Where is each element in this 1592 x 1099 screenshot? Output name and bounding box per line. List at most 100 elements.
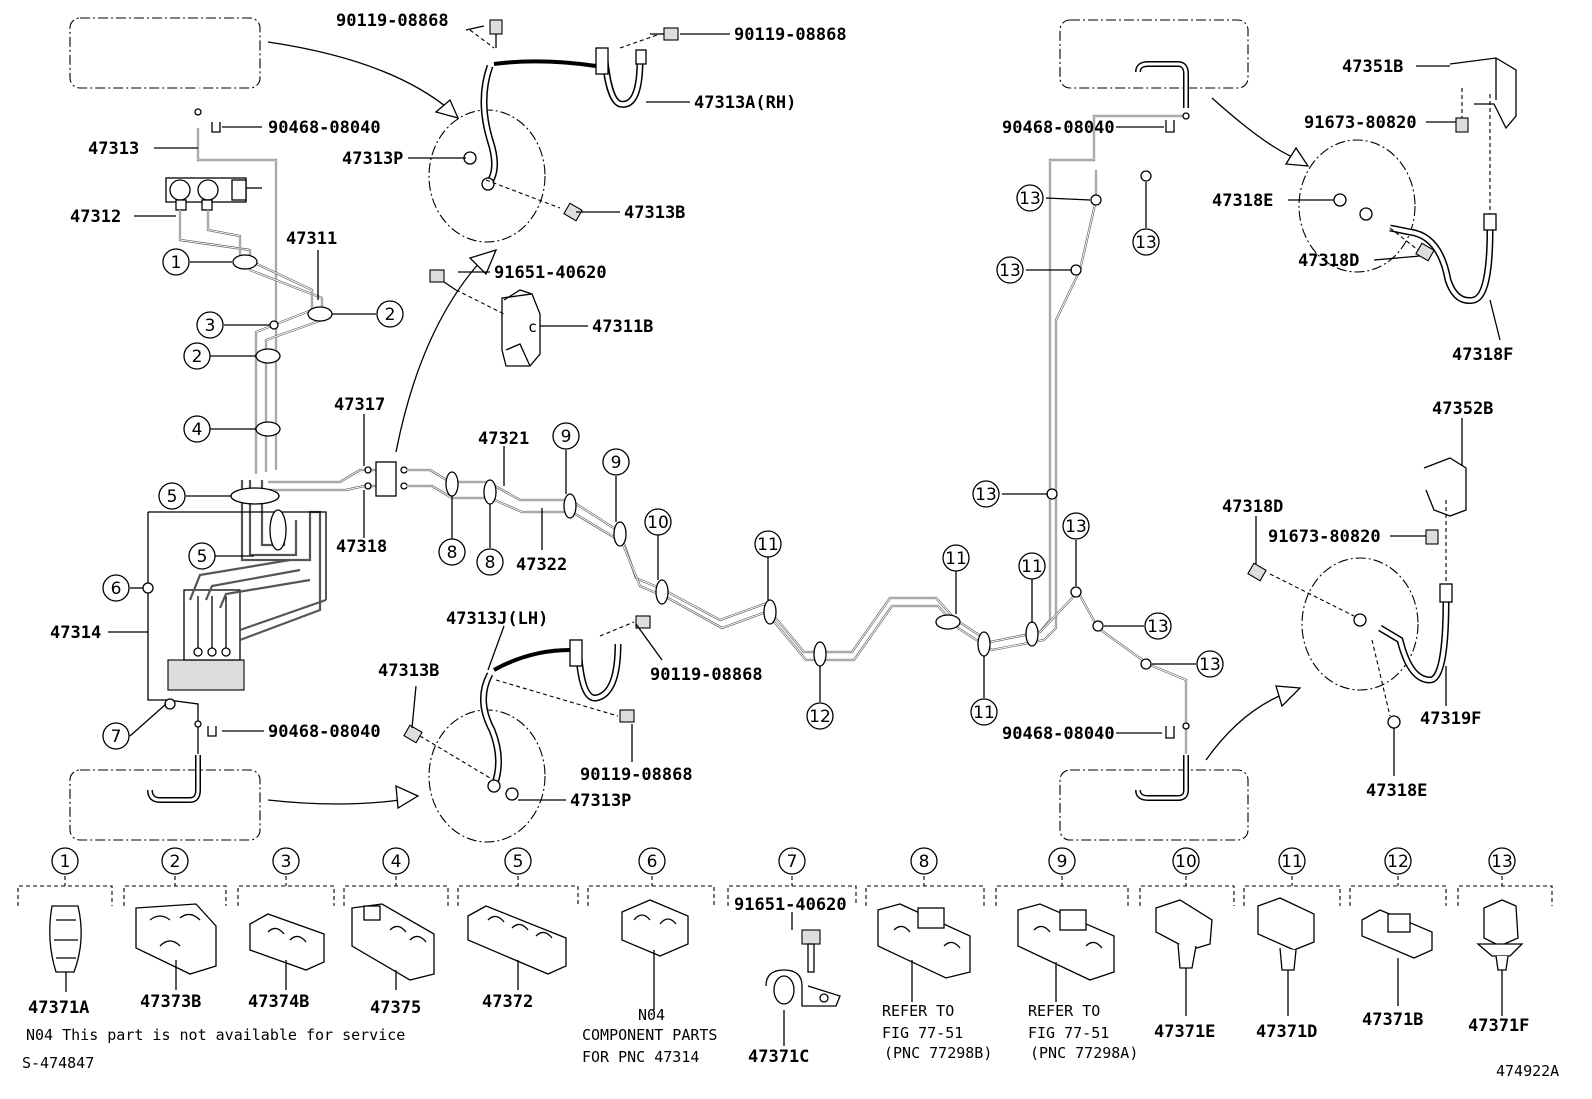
clip-icon	[1165, 120, 1175, 133]
svg-text:2: 2	[170, 852, 181, 872]
arrow-icon	[1205, 685, 1302, 761]
label-47318e: 47318E	[1212, 191, 1273, 211]
label-47313p: 47313P	[342, 149, 403, 169]
callout-13: 13	[972, 480, 1000, 508]
label-47311b: 47311B	[592, 317, 653, 337]
svg-text:2: 2	[385, 305, 396, 325]
legend-note-for-pnc: FOR PNC 47314	[582, 1048, 699, 1066]
bolt-icon	[1247, 562, 1267, 582]
svg-text:10: 10	[1175, 852, 1197, 872]
label-47322: 47322	[516, 555, 567, 575]
svg-text:9: 9	[1057, 852, 1068, 872]
legend-label-47375: 47375	[370, 998, 421, 1018]
callout-1: 1	[162, 248, 190, 276]
flex-hose-rear-lh	[480, 639, 622, 801]
svg-text:13: 13	[999, 261, 1021, 281]
svg-text:6: 6	[111, 579, 122, 599]
reference-number-right: 474922A	[1496, 1062, 1559, 1080]
callout-7: 7	[778, 847, 806, 875]
legend-note-pnc: (PNC 77298B)	[884, 1044, 992, 1062]
callout-7: 7	[102, 722, 130, 750]
svg-text:13: 13	[1065, 517, 1087, 537]
three-way-joint	[364, 461, 408, 497]
label-91651-40620: 91651-40620	[494, 263, 607, 283]
svg-text:9: 9	[561, 427, 572, 447]
clip-47372-icon	[467, 905, 567, 990]
svg-text:13: 13	[975, 485, 997, 505]
label-47313p: 47313P	[570, 791, 631, 811]
clip-icon	[1165, 726, 1175, 739]
callout-11: 11	[754, 530, 782, 558]
arrow-icon	[267, 784, 420, 810]
legend-note-pnc: (PNC 77298A)	[1030, 1044, 1138, 1062]
clip-47371b-icon	[1361, 909, 1433, 1006]
label-47318e: 47318E	[1366, 781, 1427, 801]
label-90468-08040: 90468-08040	[1002, 118, 1115, 138]
callout-10: 10	[644, 508, 672, 536]
label-47352b: 47352B	[1432, 399, 1493, 419]
wheel-box-front-left	[69, 17, 261, 110]
reference-number-left: S-474847	[22, 1054, 94, 1072]
clip-47374b-icon	[249, 913, 325, 990]
legend-note-n04: N04	[638, 1006, 665, 1024]
legend-label-47374b: 47374B	[248, 992, 309, 1012]
legend-label-47371d: 47371D	[1256, 1022, 1317, 1042]
callout-11: 11	[1278, 847, 1306, 875]
svg-text:8: 8	[919, 852, 930, 872]
bolt-icon	[1425, 529, 1439, 545]
svg-text:6: 6	[647, 852, 658, 872]
svg-text:3: 3	[281, 852, 292, 872]
bolt-icon	[650, 27, 679, 41]
rear-brake-pipe	[406, 114, 1188, 754]
flex-hose-front-lh	[1333, 193, 1497, 305]
svg-text:8: 8	[447, 543, 458, 563]
callout-13: 13	[1144, 612, 1172, 640]
callout-3: 3	[272, 847, 300, 875]
legend-label-47371e: 47371E	[1154, 1022, 1215, 1042]
svg-text:13: 13	[1019, 189, 1041, 209]
label-90119-08868: 90119-08868	[336, 11, 449, 31]
label-47313b: 47313B	[624, 203, 685, 223]
label-47319f: 47319F	[1420, 709, 1481, 729]
svg-text:12: 12	[1387, 852, 1409, 872]
callout-3: 3	[196, 311, 224, 339]
arrow-icon	[267, 41, 460, 119]
label-47318d: 47318D	[1222, 497, 1283, 517]
callout-5: 5	[504, 847, 532, 875]
svg-text:c: c	[528, 318, 537, 336]
clip-77298a-icon	[1017, 903, 1115, 1002]
svg-text:1: 1	[60, 852, 71, 872]
callout-13: 13	[1488, 847, 1516, 875]
label-90119-08868: 90119-08868	[650, 665, 763, 685]
label-90468-08040: 90468-08040	[1002, 724, 1115, 744]
callout-11: 11	[942, 544, 970, 572]
svg-text:9: 9	[611, 453, 622, 473]
clip-77298b-icon	[877, 903, 971, 1002]
callout-2: 2	[183, 342, 211, 370]
callout-1: 1	[51, 847, 79, 875]
label-47317: 47317	[334, 395, 385, 415]
label-47351b: 47351B	[1342, 57, 1403, 77]
legend-note-component-parts: COMPONENT PARTS	[582, 1026, 717, 1044]
legend-label-47371b: 47371B	[1362, 1010, 1423, 1030]
callout-6: 6	[102, 574, 130, 602]
bracket-47311b: c	[501, 289, 541, 367]
callout-2: 2	[161, 847, 189, 875]
bolt-icon	[563, 202, 583, 222]
clip-47373b-icon	[135, 903, 217, 990]
label-47318d: 47318D	[1298, 251, 1359, 271]
legend-note-refer-to: REFER TO	[882, 1002, 954, 1020]
svg-text:8: 8	[485, 553, 496, 573]
svg-text:4: 4	[192, 420, 203, 440]
clamp-47371c-icon	[765, 969, 841, 1046]
bolt-91651-icon	[791, 912, 821, 973]
svg-text:3: 3	[205, 316, 216, 336]
bracket-47351b	[1449, 57, 1517, 130]
svg-text:11: 11	[757, 535, 779, 555]
legend-note-refer-to: REFER TO	[1028, 1002, 1100, 1020]
bolt-icon	[429, 269, 457, 291]
callout-10: 10	[1172, 847, 1200, 875]
